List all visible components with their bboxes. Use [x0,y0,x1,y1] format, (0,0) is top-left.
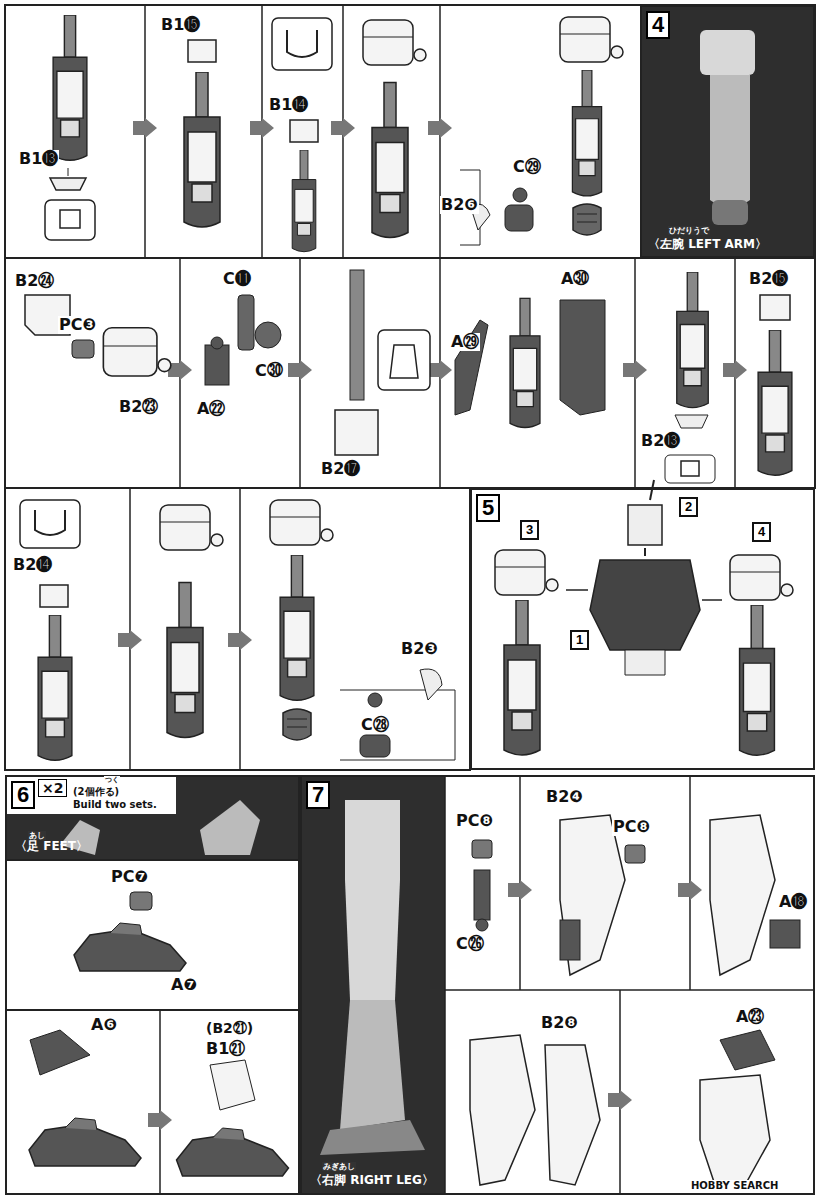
part-label: B1⓯ [160,16,201,34]
callout-number: 3 [526,522,533,537]
part-label: B2㉓ [118,398,159,416]
part-label: A㉚ [560,270,590,288]
part-label: A❼ [170,976,198,994]
part-label: あし [28,831,46,840]
part-label: C㉚ [254,362,284,380]
part-number-box: 4 [752,522,771,542]
step-number: 6 [11,781,35,809]
part-number-box: 1 [570,630,589,650]
callout-number: 1 [576,632,583,647]
part-label: Build two sets. [72,799,158,811]
part-label: (2個作る) [72,786,120,798]
part-label: PC❽ [455,812,494,830]
panel-caption: 〈左腕 LEFT ARM〉 [648,237,767,251]
part-label: A㉒ [196,400,226,418]
part-label: C㉙ [512,158,542,176]
step-panel: 5 2 3 4 1 [470,488,815,770]
part-label: B2㉔ [14,272,55,290]
part-label: PC❼ [110,868,149,886]
step-number: 7 [306,781,330,809]
panel-caption: 〈足 FEET〉 [15,839,88,853]
part-label: ひだりうで [668,226,710,235]
callout-number: 2 [685,499,692,514]
part-label: A㉙ [450,333,480,351]
part-label: B1⓮ [268,96,309,114]
part-label: (B2㉑) [205,1020,254,1036]
part-label: B2⓱ [320,460,361,478]
part-label: A❻ [90,1016,118,1034]
part-label: A㉓ [735,1008,765,1026]
part-number-box: 2 [679,497,698,517]
part-label: B2⓭ [640,432,681,450]
part-label: つく [104,776,120,784]
part-label: みぎあし [322,1162,356,1171]
part-label: C⓫ [222,270,252,288]
part-label: B2❹ [545,788,584,806]
step-panel: 4 〈左腕 LEFT ARM〉 [640,5,815,258]
step-number: 5 [476,494,500,522]
step-panel: 6 〈足 FEET〉 [5,775,300,1195]
part-label: B2❽ [540,1014,579,1032]
part-label: B1㉑ [205,1040,246,1058]
step-number: 4 [646,11,670,39]
part-label: B2⓯ [748,270,789,288]
panel-caption: 〈右脚 RIGHT LEG〉 [310,1173,434,1187]
callout-number: 4 [758,524,765,539]
part-label: A⓲ [778,893,808,911]
part-label: B1⓭ [18,150,59,168]
part-label: ×2 [38,779,67,797]
part-label: C㉖ [455,935,485,953]
part-label: B2❻ [440,196,479,214]
part-label: B2⓮ [12,556,53,574]
step-panel: 7 〈右脚 RIGHT LEG〉 [300,775,815,1195]
part-label: B2❸ [400,640,439,658]
part-label: PC❽ [612,818,651,836]
part-label: HOBBY SEARCH [690,1180,779,1192]
part-number-box: 3 [520,520,539,540]
part-label: C㉘ [360,716,390,734]
part-label: PC❸ [58,316,97,334]
